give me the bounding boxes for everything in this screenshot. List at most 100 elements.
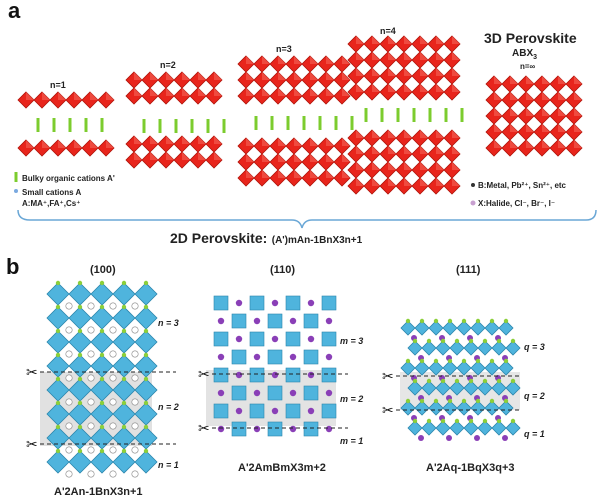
octahedron-face	[166, 136, 174, 144]
octahedron	[321, 295, 337, 311]
octahedron-face	[342, 88, 350, 96]
octahedron-face	[214, 152, 222, 160]
octahedron-face	[436, 130, 444, 138]
octahedron-face	[372, 178, 380, 186]
formula-100: A'2An-1BnX3n+1	[54, 486, 143, 498]
a-atom	[65, 446, 73, 454]
octahedron-face	[150, 152, 158, 160]
octahedron-face	[526, 140, 534, 148]
octahedron-face	[372, 146, 380, 154]
octahedron	[421, 420, 437, 436]
octahedron-face	[342, 72, 350, 80]
octahedron-face	[510, 92, 518, 100]
a-atom	[502, 435, 508, 441]
octahedron-face	[436, 52, 444, 60]
octahedron-face	[356, 162, 364, 170]
octahedron-face	[388, 84, 396, 92]
octahedron	[505, 420, 521, 436]
legend-x-halide: X:Halide, Cl⁻, Br⁻, I⁻	[478, 199, 556, 208]
octahedron-face	[182, 152, 190, 160]
octahedron-face	[294, 154, 302, 162]
octahedron-face	[294, 56, 302, 64]
octahedron	[303, 313, 319, 329]
octahedron-face	[436, 162, 444, 170]
a-atom	[131, 374, 139, 382]
octahedron	[46, 282, 70, 306]
scissors-icon: ✂	[198, 421, 210, 437]
octahedron	[267, 385, 283, 401]
octahedron-face	[294, 138, 302, 146]
a-atom	[307, 335, 315, 343]
x-atom	[405, 318, 411, 324]
octahedron	[400, 400, 416, 416]
x-atom	[143, 376, 149, 382]
x-atom	[412, 338, 418, 344]
x-atom	[461, 318, 467, 324]
x-atom	[55, 304, 61, 310]
x-atom	[55, 328, 61, 334]
x-atom	[419, 398, 425, 404]
octahedron	[449, 420, 465, 436]
octahedron-face	[542, 92, 550, 100]
octahedron	[477, 340, 493, 356]
layer-110-m1: m = 1	[340, 436, 364, 446]
octahedron-face	[342, 170, 350, 178]
octahedron	[421, 380, 437, 396]
octahedron-face	[388, 146, 396, 154]
octahedron-face	[134, 72, 142, 80]
x-atom	[496, 418, 502, 424]
x-atom	[99, 424, 105, 430]
octahedron	[414, 400, 430, 416]
octahedron	[68, 450, 92, 474]
octahedron-face	[494, 108, 502, 116]
octahedron-face	[278, 138, 286, 146]
octahedron-face	[372, 36, 380, 44]
octahedron	[231, 349, 247, 365]
a-atom	[109, 470, 117, 478]
octahedron-face	[372, 84, 380, 92]
octahedron	[321, 403, 337, 419]
octahedron-face	[198, 72, 206, 80]
x-atom	[77, 280, 83, 286]
scissors-icon: ✂	[382, 403, 394, 419]
octahedron-face	[310, 170, 318, 178]
octahedron-face	[134, 136, 142, 144]
octahedron-face	[420, 52, 428, 60]
octahedron	[231, 421, 247, 437]
octahedron-face	[452, 84, 460, 92]
x-atom	[489, 318, 495, 324]
layer-100-n3: n = 3	[158, 318, 179, 328]
x-atom	[510, 338, 516, 344]
octahedron	[46, 306, 70, 330]
octahedron-face	[90, 92, 98, 100]
octahedron-face	[526, 108, 534, 116]
octahedron	[491, 420, 507, 436]
octahedron	[303, 349, 319, 365]
x-atom	[405, 398, 411, 404]
octahedron-face	[372, 52, 380, 60]
x-atom	[121, 352, 127, 358]
a-atom	[217, 353, 225, 361]
orientation-111-label: (111)	[456, 264, 481, 276]
x-atom	[77, 304, 83, 310]
a-atom	[87, 398, 95, 406]
perovskite-3d-formula: ABX3	[512, 48, 538, 61]
octahedron	[46, 330, 70, 354]
octahedron	[134, 306, 158, 330]
scissors-icon: ✂	[26, 437, 38, 453]
octahedron-face	[510, 140, 518, 148]
a-atom	[217, 317, 225, 325]
b-metal-legend-mark	[471, 183, 475, 187]
octahedron-face	[310, 88, 318, 96]
octahedron-face	[246, 88, 254, 96]
octahedron-face	[262, 138, 270, 146]
octahedron	[134, 450, 158, 474]
octahedron-face	[182, 88, 190, 96]
octahedron-face	[198, 152, 206, 160]
x-atom	[489, 358, 495, 364]
x-atom	[447, 398, 453, 404]
x-atom	[440, 338, 446, 344]
octahedron-face	[452, 68, 460, 76]
x-atom	[412, 418, 418, 424]
x-atom	[475, 398, 481, 404]
